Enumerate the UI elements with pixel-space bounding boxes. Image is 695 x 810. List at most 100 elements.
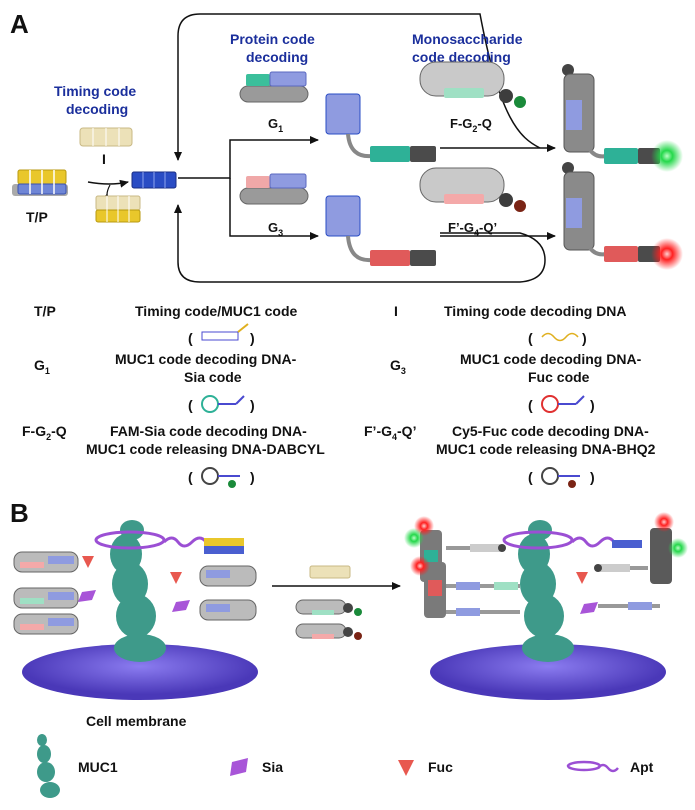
tp-label: T/P <box>26 209 48 225</box>
legend-i-key: I <box>394 303 398 319</box>
legend-paren-close-5: ) <box>250 469 255 485</box>
middle-probe-g <box>295 599 362 616</box>
g1-label: G1 <box>268 116 283 134</box>
released-timing-duplex <box>95 195 141 223</box>
legend-g3-desc-2: Fuc code <box>528 369 590 385</box>
left-probe-5 <box>199 599 257 621</box>
right-membrane <box>430 644 666 700</box>
protein-title-1: Protein code <box>230 31 315 47</box>
g1-hairpin-glyph <box>201 395 245 413</box>
g1-hairpin <box>239 71 309 103</box>
fuc-key-icon <box>398 760 414 776</box>
g3-label: G3 <box>268 220 283 238</box>
legend-paren-open-1: ( <box>188 330 193 346</box>
left-probe-2 <box>13 587 79 609</box>
sia-key-icon <box>230 758 248 776</box>
timing-title-1: Timing code <box>54 83 136 99</box>
left-cell <box>13 520 258 700</box>
muc1-key-icon <box>37 734 60 798</box>
legend-fg4q-desc-2: MUC1 code releasing DNA-BHQ2 <box>436 441 656 457</box>
left-probe-4 <box>199 565 257 587</box>
fg4q-glyph <box>541 467 580 488</box>
panel-a-label: A <box>10 9 29 39</box>
middle-i-strand <box>309 565 351 579</box>
right-muc1 <box>518 520 574 662</box>
key-fuc-label: Fuc <box>428 759 453 775</box>
legend-g3-desc-1: MUC1 code decoding DNA- <box>460 351 642 367</box>
key-muc1-label: MUC1 <box>78 759 118 775</box>
legend-paren-close-2: ) <box>582 330 587 346</box>
legend-paren-open-3: ( <box>188 397 193 413</box>
left-membrane <box>22 644 258 700</box>
legend-tp-desc: Timing code/MUC1 code <box>135 303 298 319</box>
left-muc1 <box>110 520 166 662</box>
timing-title-2: decoding <box>66 101 128 117</box>
right-cell <box>404 512 688 700</box>
legend-paren-open-4: ( <box>528 397 533 413</box>
left-fuc-2 <box>170 572 182 584</box>
legend-fg2q-desc-2: MUC1 code releasing DNA-DABCYL <box>86 441 325 457</box>
cell-membrane-label: Cell membrane <box>86 713 187 729</box>
g3-hairpin-glyph <box>541 395 585 413</box>
fg4q-probe <box>419 167 526 212</box>
g3-opened <box>325 195 436 266</box>
legend-g3-key: G3 <box>390 357 406 376</box>
right-arm-4 <box>594 564 648 572</box>
key-apt-label: Apt <box>630 759 654 775</box>
right-sia <box>580 602 598 614</box>
strand-i <box>79 127 133 147</box>
left-tp-on-cell <box>204 538 244 554</box>
legend-paren-open-5: ( <box>188 469 193 485</box>
left-probe-3 <box>13 613 79 635</box>
apt-key-icon <box>566 760 619 773</box>
right-arm-3 <box>446 608 520 616</box>
protein-title-2: decoding <box>246 49 308 65</box>
panel-b-label: B <box>10 498 29 528</box>
branch-down <box>229 178 319 240</box>
key-sia-label: Sia <box>262 759 283 775</box>
tp-complex <box>12 169 68 196</box>
legend-fg2q-key: F-G2-Q <box>22 423 67 442</box>
g3-hairpin <box>239 173 309 205</box>
timing-arrow <box>87 179 129 188</box>
legend-paren-close-4: ) <box>590 397 595 413</box>
right-arm-1 <box>446 544 506 552</box>
legend-fg4q-desc-1: Cy5-Fuc code decoding DNA- <box>452 423 649 439</box>
muc1-code-strand <box>131 171 177 189</box>
red-product <box>562 162 683 270</box>
legend-i-desc: Timing code decoding DNA <box>444 303 627 319</box>
legend-paren-open-6: ( <box>528 469 533 485</box>
legend-fg2q-desc-1: FAM-Sia code decoding DNA- <box>110 423 307 439</box>
legend-paren-close-1: ) <box>250 330 255 346</box>
legend-g1-desc-2: Sia code <box>184 369 242 385</box>
right-stack-red <box>410 556 446 618</box>
legend-tp-key: T/P <box>34 303 56 319</box>
green-product <box>562 64 683 172</box>
right-fuc <box>576 572 588 584</box>
right-stack-dark <box>650 512 688 584</box>
mono-title-2: code decoding <box>412 49 511 65</box>
fg4q-label: F’-G4-Q’ <box>448 220 497 238</box>
legend-paren-close-3: ) <box>250 397 255 413</box>
left-sia-1 <box>78 590 96 602</box>
right-aptamer-tail <box>570 536 616 548</box>
i-label: I <box>102 151 106 167</box>
right-muc1-code <box>612 540 642 548</box>
branch-up <box>178 136 319 179</box>
legend-paren-close-6: ) <box>590 469 595 485</box>
recycle-loop-bottom <box>174 204 546 283</box>
mono-title-1: Monosaccharide <box>412 31 523 47</box>
left-fuc-1 <box>82 556 94 568</box>
legend-paren-open-2: ( <box>528 330 533 346</box>
tp-duplex-glyph <box>201 323 249 341</box>
g1-opened <box>325 93 436 162</box>
legend-fg4q-key: F’-G4-Q’ <box>364 423 416 442</box>
fg2q-label: F-G2-Q <box>450 116 492 134</box>
middle-probe-r <box>295 623 362 640</box>
left-aptamer-tail <box>162 536 208 548</box>
left-sia-2 <box>172 600 190 612</box>
fg2q-glyph <box>201 467 240 488</box>
i-strand-glyph <box>541 332 579 342</box>
left-probe-1 <box>13 551 79 573</box>
